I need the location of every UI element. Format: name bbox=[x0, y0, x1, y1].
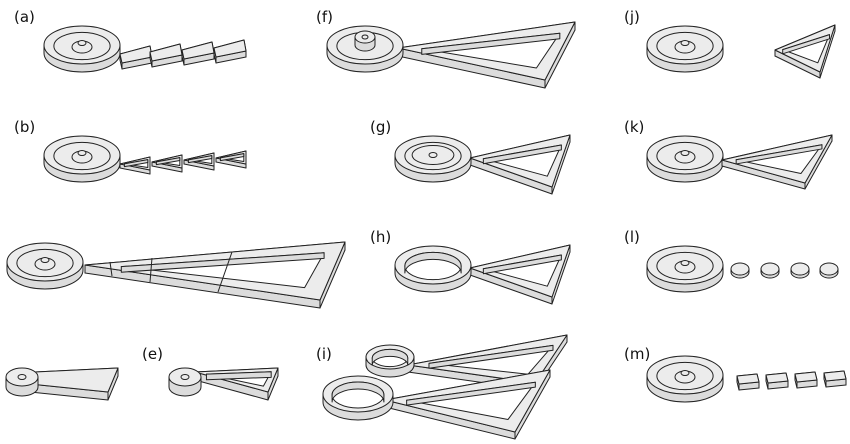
label-j: (j) bbox=[624, 8, 640, 26]
label-g: (g) bbox=[370, 118, 392, 136]
disk-1-top bbox=[760, 262, 780, 276]
label-e: (e) bbox=[142, 345, 163, 363]
disk-3-top bbox=[819, 262, 839, 276]
triangle-frame-inner-wall bbox=[735, 144, 823, 165]
label-b: (b) bbox=[14, 118, 36, 136]
ring-inner-wall bbox=[371, 348, 409, 366]
cross-bar-1 bbox=[149, 257, 153, 283]
cross-bar-0 bbox=[109, 261, 113, 277]
triangle-frame-bottom-inner-wall bbox=[406, 381, 536, 406]
triangle-frame-inner-wall bbox=[482, 144, 562, 165]
cone-tip bbox=[77, 150, 87, 156]
disk-0-top bbox=[730, 262, 750, 276]
wedge-frame-inner-wall bbox=[205, 371, 272, 381]
cone-tip bbox=[40, 257, 50, 263]
long-frame-inner-wall bbox=[120, 252, 325, 273]
cross-bar-2 bbox=[217, 251, 233, 293]
hole-icon bbox=[180, 374, 190, 380]
hole-icon bbox=[17, 374, 27, 380]
small-frame-1-inner-wall bbox=[155, 157, 181, 166]
small-triangle-frame-inner-wall bbox=[782, 34, 830, 55]
hole-icon bbox=[428, 152, 438, 158]
cone-tip bbox=[680, 40, 690, 46]
triangle-frame-top-inner-wall bbox=[428, 344, 554, 369]
cone-tip bbox=[680, 260, 690, 266]
rounded-block-1-top bbox=[765, 372, 789, 384]
hole-icon bbox=[361, 34, 369, 40]
small-frame-0-inner-wall bbox=[123, 159, 149, 168]
rounded-block-2-top bbox=[794, 371, 818, 383]
disk-2-top bbox=[790, 262, 810, 276]
cone-tip bbox=[680, 370, 690, 376]
cone-tip bbox=[77, 40, 87, 46]
block-3-top bbox=[213, 39, 247, 58]
cone-tip bbox=[680, 150, 690, 156]
triangle-frame-inner-wall bbox=[421, 32, 561, 55]
label-f: (f) bbox=[316, 8, 333, 26]
rounded-block-0-top bbox=[736, 373, 760, 385]
label-h: (h) bbox=[370, 228, 392, 246]
label-m: (m) bbox=[624, 345, 651, 363]
small-frame-2-inner-wall bbox=[187, 155, 213, 164]
small-frame-3-inner-wall bbox=[219, 153, 245, 162]
ring-inner-wall bbox=[331, 381, 385, 403]
label-i: (i) bbox=[316, 345, 332, 363]
rounded-block-3-top bbox=[823, 370, 847, 382]
label-k: (k) bbox=[624, 118, 645, 136]
ring-inner-wall bbox=[404, 251, 462, 274]
label-l: (l) bbox=[624, 228, 640, 246]
triangle-frame-inner-wall bbox=[482, 254, 562, 275]
label-a: (a) bbox=[14, 8, 35, 26]
